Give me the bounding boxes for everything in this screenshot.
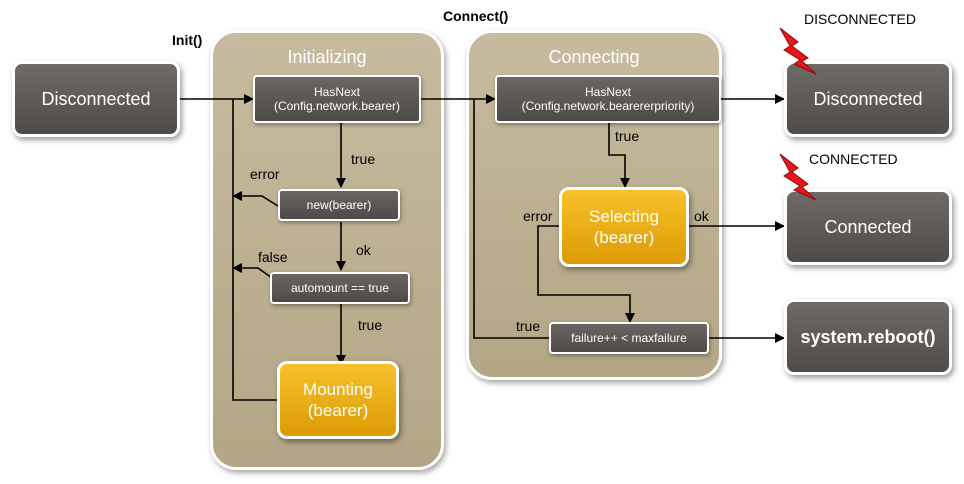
selecting-line2: (bearer) <box>593 228 655 247</box>
disconnected-state-right: Disconnected <box>784 61 952 137</box>
initializing-title: Initializing <box>287 47 367 67</box>
selecting-line1: Selecting <box>589 207 659 226</box>
connecting-true-label: true <box>615 128 640 144</box>
lightning-icon <box>779 27 817 75</box>
edge-failure-true-loop <box>473 99 550 339</box>
init-hasnext-line2: (Config.network.bearer) <box>273 99 401 113</box>
connected-status-label: CONNECTED <box>809 151 898 167</box>
connecting-ok-label: ok <box>694 208 709 224</box>
edge-selecting-error <box>537 225 635 323</box>
connecting-hasnext-line2: (Config.network.bearererpriority) <box>521 99 695 113</box>
connecting-error-label: error <box>523 208 553 224</box>
connecting-hasnext-line1: HasNext <box>584 85 631 99</box>
mounting-state: Mounting (bearer) <box>277 361 399 439</box>
selecting-state: Selecting (bearer) <box>559 187 689 267</box>
edge-new-error <box>232 191 279 207</box>
init-hasnext-box: HasNext (Config.network.bearer) <box>253 75 421 123</box>
connecting-true2-label: true <box>516 318 541 334</box>
edge-automount-false <box>232 263 273 279</box>
automount-box: automount == true <box>270 272 410 304</box>
init-false-label: false <box>258 249 288 265</box>
init-error-label: error <box>250 166 280 182</box>
init-trigger-label: Init() <box>172 32 203 48</box>
mounting-line2: (bearer) <box>307 401 369 420</box>
disconnected-status-label: DISCONNECTED <box>804 11 917 27</box>
init-hasnext-line1: HasNext <box>313 85 360 99</box>
connecting-title: Connecting <box>548 47 640 67</box>
lightning-icon <box>779 153 817 201</box>
init-true2-label: true <box>358 317 383 333</box>
mounting-line1: Mounting <box>303 380 373 399</box>
init-true-label: true <box>351 151 376 167</box>
edge-hasnext-to-selecting <box>608 122 630 188</box>
connecting-hasnext-box: HasNext (Config.network.bearererpriority… <box>495 75 721 123</box>
reboot-state: system.reboot() <box>784 299 952 375</box>
new-bearer-box: new(bearer) <box>278 189 400 221</box>
disconnected-state-left: Disconnected <box>12 61 180 137</box>
connected-state: Connected <box>784 189 952 265</box>
failure-box: failure++ < maxfailure <box>549 322 709 354</box>
edge-mounting-loop <box>232 99 278 401</box>
init-ok-label: ok <box>356 242 371 258</box>
connect-trigger-label: Connect() <box>443 8 509 24</box>
